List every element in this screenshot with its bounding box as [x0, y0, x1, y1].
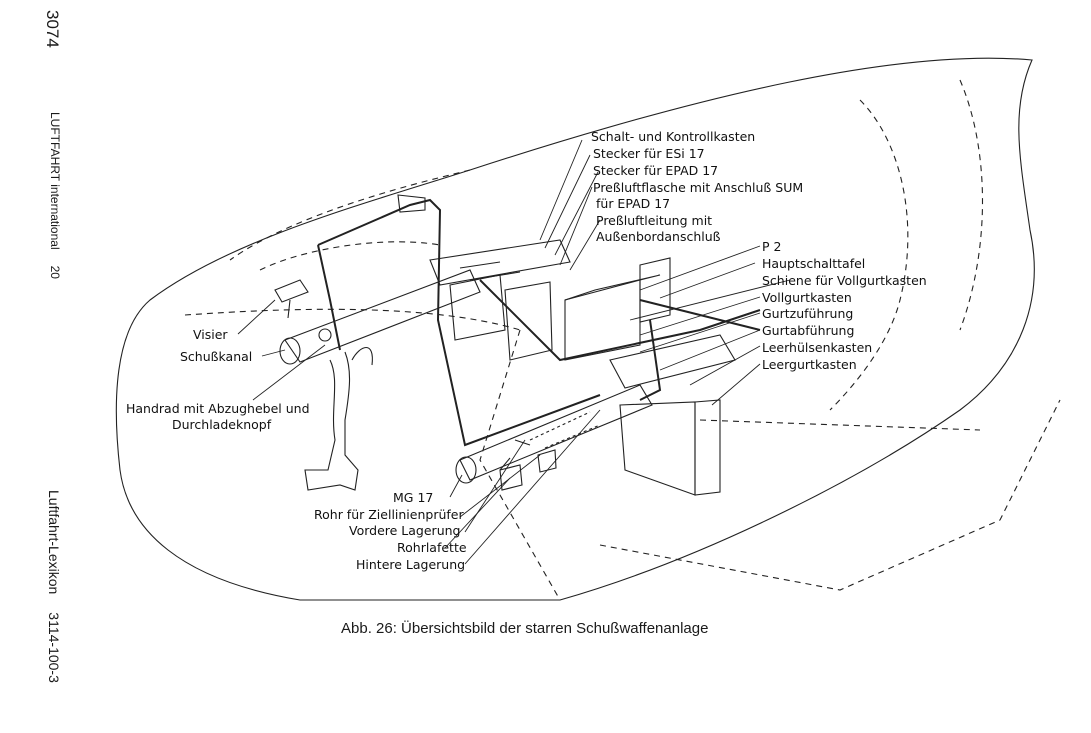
- label-schiene-vollgurtkasten: Schiene für Vollgurtkasten: [762, 273, 927, 288]
- label-rohrlafette: Rohrlafette: [397, 540, 467, 555]
- label-stecker-esi: Stecker für ESi 17: [593, 146, 705, 161]
- figure-caption: Abb. 26: Übersichtsbild der starren Schu…: [341, 620, 709, 637]
- label-mg17: MG 17: [393, 490, 433, 505]
- label-schusskanal: Schußkanal: [180, 349, 252, 364]
- label-gurtzufuehrung: Gurtzuführung: [762, 306, 853, 321]
- ammunition-boxes: [449, 257, 721, 496]
- label-pressluftflasche-cont: für EPAD 17: [596, 196, 670, 211]
- label-leerhuelsenkasten: Leerhülsenkasten: [762, 340, 872, 355]
- label-hauptschalttafel: Hauptschalttafel: [762, 256, 865, 271]
- label-handrad-cont: Durchladeknopf: [172, 417, 272, 432]
- label-pressluftflasche: Preßluftflasche mit Anschluß SUM: [593, 180, 803, 195]
- label-rohr-ziellinienpruefer: Rohr für Ziellinienprüfer: [314, 507, 464, 522]
- label-pressluftleitung: Preßluftleitung mit: [596, 213, 712, 228]
- label-handrad: Handrad mit Abzughebel und: [126, 401, 310, 416]
- callout-leaders: [237, 139, 791, 565]
- label-gurtabfuehrung: Gurtabführung: [762, 323, 854, 338]
- label-vollgurtkasten: Vollgurtkasten: [762, 290, 852, 305]
- label-stecker-epad: Stecker für EPAD 17: [593, 163, 718, 178]
- label-pressluftleitung-cont: Außenbordanschluß: [596, 229, 721, 244]
- fuselage-outline: [115, 57, 1061, 601]
- label-schalt-kontrollkasten: Schalt- und Kontrollkasten: [591, 129, 755, 144]
- label-visier: Visier: [193, 327, 228, 342]
- label-vordere-lagerung: Vordere Lagerung: [349, 523, 460, 538]
- label-leergurtkasten: Leergurtkasten: [762, 357, 857, 372]
- handwheel-column: [304, 328, 373, 491]
- gun-sight: [274, 194, 426, 319]
- label-p2: P 2: [762, 239, 781, 254]
- label-hintere-lagerung: Hintere Lagerung: [356, 557, 465, 572]
- gun-mounts: [499, 439, 557, 491]
